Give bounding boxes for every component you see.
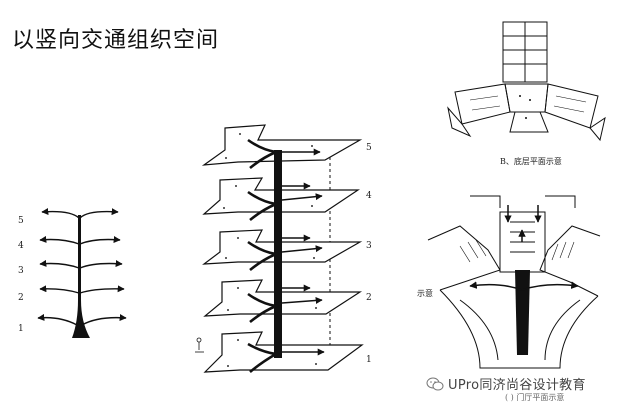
floor-label-4: 4 xyxy=(366,191,372,201)
watermark-text: UPro同济尚谷设计教育 xyxy=(448,378,586,393)
ground-floor-plan xyxy=(447,21,606,142)
floor-label-4: 4 xyxy=(18,241,24,251)
floor-label-5: 5 xyxy=(366,143,372,153)
floor-label-2: 2 xyxy=(18,293,24,303)
floor-label-3: 3 xyxy=(366,241,372,251)
floor-label-5: 5 xyxy=(18,216,24,226)
ground-plan-caption: B、底层平面示意 xyxy=(500,156,562,166)
middle-stacked-floors: 5 4 3 2 1 xyxy=(195,124,372,373)
lobby-floor-plan xyxy=(427,195,601,369)
wechat-icon xyxy=(426,377,444,390)
floor-label-3: 3 xyxy=(18,266,24,276)
lobby-bottom-caption: ( ) 门厅平面示意 xyxy=(505,393,565,402)
left-circulation-tree: 5 4 3 2 1 xyxy=(18,208,127,338)
floor-label-1: 1 xyxy=(18,324,24,334)
floor-label-2: 2 xyxy=(366,293,372,303)
lobby-plan-caption-fragment: 示意 xyxy=(417,288,433,298)
floor-label-1: 1 xyxy=(366,355,372,365)
page-title: 以竖向交通组织空间 xyxy=(12,28,220,53)
watermark: UPro同济尚谷设计教育 xyxy=(426,374,586,393)
